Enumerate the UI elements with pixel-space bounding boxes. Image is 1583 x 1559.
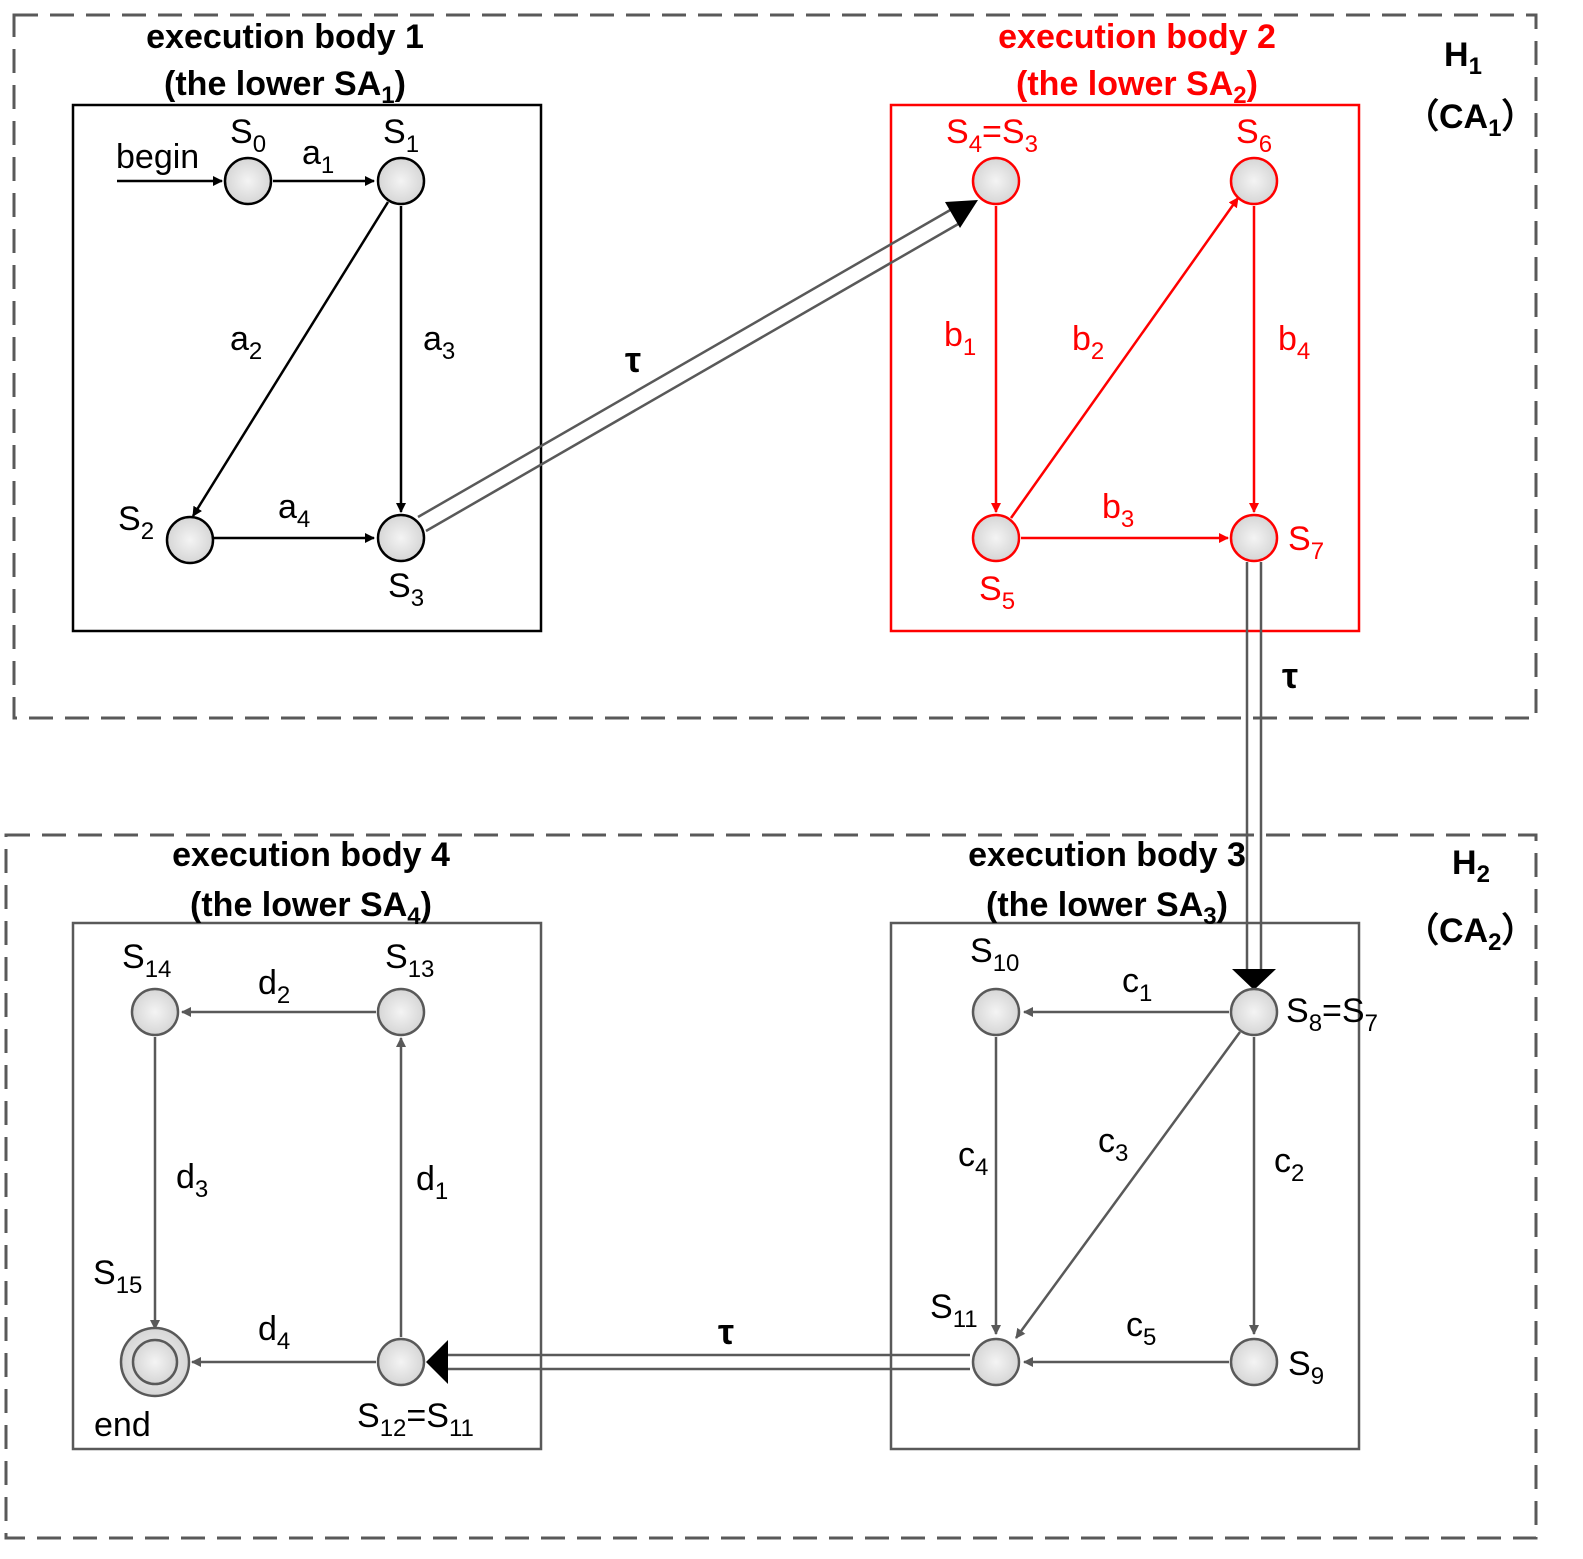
state-s7-node: [1229, 513, 1279, 563]
state-s13-node: [376, 987, 426, 1037]
group-h1-label: H1: [1444, 36, 1482, 80]
body-3-title: execution body 3: [968, 836, 1246, 874]
edge-b2-arrow: [1009, 197, 1240, 519]
state-s10-label: S10: [970, 932, 1019, 977]
state-s5-node: [971, 513, 1021, 563]
group-h2-container: [4, 833, 1538, 1540]
body-2-subtitle: (the lower SA2): [1016, 65, 1258, 109]
tau-2-arrowhead: [1232, 969, 1276, 990]
body-1-title: execution body 1: [146, 18, 424, 56]
edge-a4-label: a4: [278, 488, 310, 533]
group-h1-ca-label: （CA1）: [1405, 97, 1535, 142]
tau-3-label: τ: [718, 1311, 734, 1352]
body-2-title: execution body 2: [998, 18, 1276, 56]
body-4-box: [71, 921, 543, 1451]
state-s4-label: S4=S3: [946, 113, 1038, 158]
tau-1-arrowhead: [945, 200, 978, 228]
state-s14-node: [130, 987, 180, 1037]
state-s8-node: [1229, 987, 1279, 1037]
state-s5-label: S5: [979, 570, 1015, 615]
body-1-subtitle: (the lower SA1): [164, 65, 406, 109]
state-s6-node: [1229, 156, 1279, 206]
state-s6-label: S6: [1236, 113, 1272, 158]
state-s12-node: [376, 1337, 426, 1387]
state-s2-node: [165, 515, 215, 565]
state-s2-label: S2: [118, 500, 154, 545]
edge-b4-label: b4: [1278, 320, 1310, 365]
group-h2-ca-label: （CA2）: [1405, 911, 1535, 956]
state-s14-label: S14: [122, 938, 171, 983]
tau-1-label: τ: [625, 339, 641, 380]
edge-d1-label: d1: [416, 1160, 448, 1205]
edge-b2-label: b2: [1072, 320, 1104, 365]
edge-c2-label: c2: [1274, 1142, 1304, 1187]
state-s4-node: [971, 156, 1021, 206]
end-label: end: [94, 1406, 151, 1444]
edge-c3-arrow: [1014, 1031, 1242, 1339]
state-s8-label: S8=S7: [1286, 992, 1378, 1037]
state-s12-label: S12=S11: [357, 1397, 474, 1442]
body-2-box: [889, 103, 1361, 633]
tau-transition-1: [417, 200, 978, 533]
edge-c4-label: c4: [958, 1136, 988, 1181]
state-s10-node: [971, 987, 1021, 1037]
edge-a3-label: a3: [423, 320, 455, 365]
edge-a2-label: a2: [230, 320, 262, 365]
state-s7-label: S7: [1288, 520, 1324, 565]
state-s15-final-node: [119, 1326, 191, 1398]
group-h1-container: [12, 13, 1538, 720]
state-s11-node: [971, 1337, 1021, 1387]
group-h2-label: H2: [1452, 844, 1490, 888]
state-s11-label: S11: [930, 1288, 978, 1333]
state-s3-node: [376, 513, 426, 563]
body-3-box: [889, 921, 1361, 1451]
body-3-subtitle: (the lower SA3): [986, 886, 1228, 930]
state-s15-label: S15: [93, 1254, 142, 1299]
body-4-title: execution body 4: [172, 836, 450, 874]
edge-a2-arrow: [191, 201, 390, 517]
edge-c1-label: c1: [1122, 962, 1152, 1007]
edge-c5-label: c5: [1126, 1306, 1156, 1351]
tau-3-arrowhead: [426, 1340, 448, 1384]
tau-2-label: τ: [1282, 655, 1298, 696]
begin-label: begin: [116, 138, 199, 176]
state-s3-label: S3: [388, 567, 424, 612]
body-4-subtitle: (the lower SA4): [190, 886, 432, 930]
edge-d3-label: d3: [176, 1158, 208, 1203]
edge-b3-label: b3: [1102, 488, 1134, 533]
edge-d4-label: d4: [258, 1310, 290, 1355]
edge-d2-label: d2: [258, 964, 290, 1009]
state-s0-label: S0: [230, 113, 266, 158]
edge-b1-label: b1: [944, 316, 976, 361]
state-s1-label: S1: [383, 113, 419, 158]
edge-a1-label: a1: [302, 134, 334, 179]
edge-c3-label: c3: [1098, 1122, 1128, 1167]
state-s13-label: S13: [385, 938, 434, 983]
tau-transition-3: [426, 1340, 970, 1384]
state-s9-label: S9: [1288, 1345, 1324, 1390]
state-s9-node: [1229, 1337, 1279, 1387]
state-s0-node: [223, 156, 273, 206]
state-s1-node: [376, 156, 426, 206]
tau-transition-2: [1232, 562, 1276, 990]
body-1-box: [71, 103, 543, 633]
